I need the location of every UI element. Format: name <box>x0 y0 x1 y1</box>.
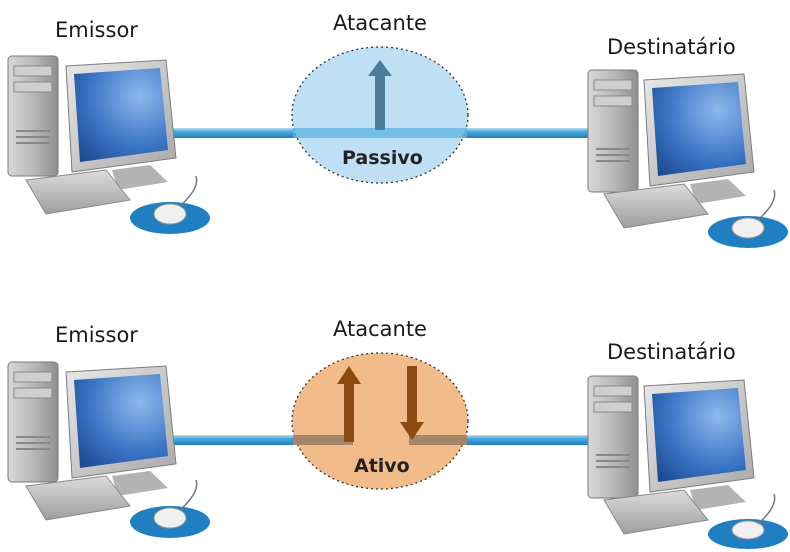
sender-computer-icon <box>7 361 210 538</box>
active-diagram-graphic <box>7 352 788 549</box>
sender-label: Emissor <box>55 323 138 347</box>
passive-diagram-graphic <box>7 46 788 248</box>
attacker-label: Atacante <box>333 11 427 35</box>
receiver-label: Destinatário <box>607 35 736 59</box>
receiver-label: Destinatário <box>607 340 736 364</box>
cable-in-zone <box>293 128 467 138</box>
passive-attack-diagram: Emissor Atacante Destinatário Passivo <box>7 11 788 248</box>
attack-type-label: Ativo <box>354 455 410 477</box>
attack-type-label: Passivo <box>342 147 423 169</box>
passive-intercept-arrow <box>368 60 392 130</box>
attacker-label: Atacante <box>333 317 427 341</box>
sender-computer-icon <box>7 55 210 234</box>
sender-label: Emissor <box>55 18 138 42</box>
active-inject-arrow <box>400 366 424 440</box>
receiver-computer-icon <box>587 69 788 248</box>
receiver-computer-icon <box>587 375 788 549</box>
cable-in-zone-left <box>293 435 353 445</box>
attacker-zone <box>291 352 469 490</box>
cable-in-zone-right <box>409 435 467 445</box>
active-intercept-arrow <box>337 366 361 442</box>
active-attack-diagram: Emissor Atacante Destinatário Ativo <box>0 276 790 552</box>
